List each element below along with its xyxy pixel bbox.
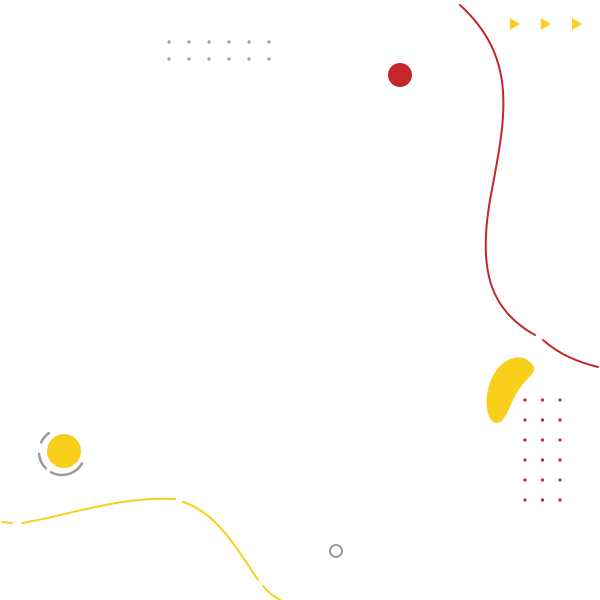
yellow-blob [486, 357, 535, 424]
gray-dot [247, 57, 251, 61]
gray-dot [267, 40, 271, 44]
gray-dot [167, 57, 171, 61]
yellow-triangle [510, 18, 520, 30]
red-dot [558, 478, 562, 482]
gray-ring-segment [37, 452, 47, 470]
gray-dot [167, 40, 171, 44]
red-dot [558, 398, 562, 402]
red-dot [523, 498, 527, 502]
yellow-circle [47, 434, 81, 468]
red-dot [523, 478, 527, 482]
red-dot [558, 418, 562, 422]
gray-dot [187, 57, 191, 61]
gray-dashed-ring [37, 431, 84, 477]
red-dot [523, 458, 527, 462]
red-dot [558, 438, 562, 442]
gray-dot [207, 40, 211, 44]
red-dot [540, 458, 545, 462]
red-dot [540, 498, 545, 502]
gray-dot [247, 40, 251, 44]
red-dot [523, 438, 527, 442]
red-dot [540, 398, 545, 402]
gray-dot [267, 57, 271, 61]
red-dot [523, 418, 527, 422]
gray-ring-segment [39, 431, 51, 444]
red-dot [540, 478, 545, 482]
gray-dot [187, 40, 191, 44]
gray-ring-segment [49, 462, 84, 477]
red-wave-tail [542, 339, 599, 368]
yellow-triangles [510, 18, 582, 30]
yellow-triangle [572, 18, 582, 30]
yellow-wave-line [1, 497, 281, 600]
red-dot [540, 438, 545, 442]
gray-dot [207, 57, 211, 61]
red-dot [540, 418, 545, 422]
gray-hollow-circle [329, 544, 343, 558]
red-wave-line [459, 4, 536, 336]
red-dot-grid [523, 398, 562, 502]
red-dot [558, 498, 562, 502]
red-dot [523, 398, 527, 402]
yellow-triangle [541, 18, 551, 30]
gray-dot [227, 57, 231, 61]
red-circle [388, 63, 412, 87]
gray-dot [227, 40, 231, 44]
red-dot [558, 458, 562, 462]
gray-dot-grid [167, 40, 271, 61]
